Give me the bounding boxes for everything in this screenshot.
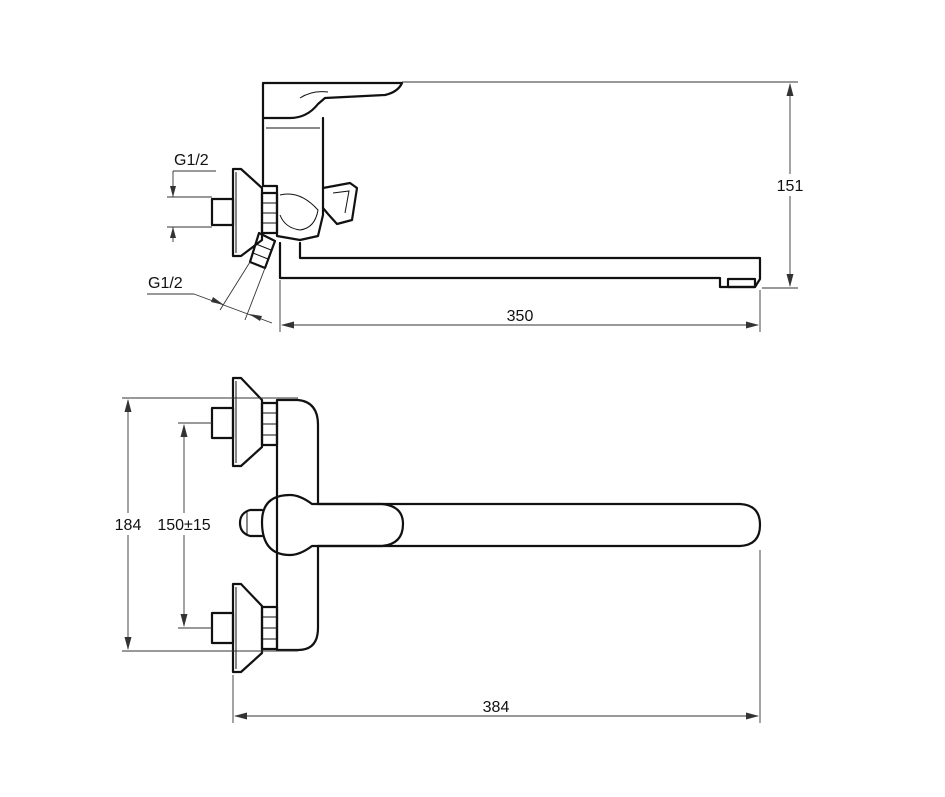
- top-lower-inlet-stub: [210, 611, 235, 645]
- dim-151-arrow-top: [786, 83, 794, 96]
- dim-384-arrow-left: [234, 712, 247, 720]
- dim-350-arrow-left: [281, 321, 294, 329]
- dim-overall-width-label: 184: [115, 517, 142, 534]
- top-lower-flange: [231, 582, 264, 674]
- dim-g12-upper-label: G1/2: [174, 152, 209, 169]
- top-diverter-knob: [238, 508, 264, 538]
- dim-350-arrow-right: [746, 321, 759, 329]
- side-lever-handle: [261, 81, 404, 120]
- dim-384-arrow-right: [746, 712, 759, 720]
- dim-overall-length-label: 384: [483, 699, 510, 716]
- side-wall-flange: [231, 167, 264, 258]
- dim-g12-lower-arrow-1: [211, 297, 224, 305]
- top-body-outline: [275, 398, 762, 652]
- side-aerator: [726, 277, 757, 289]
- side-diverter-detail: [332, 190, 350, 214]
- side-body: [261, 116, 325, 242]
- dim-spout-length-label: 350: [507, 308, 534, 325]
- dim-151-arrow-bottom: [786, 274, 794, 287]
- top-upper-inlet-stub: [210, 406, 235, 440]
- dim-150-arrow-bottom: [180, 614, 188, 627]
- dim-150-arrow-top: [180, 424, 188, 437]
- dim-inlet-spacing-label: 150±15: [157, 517, 210, 534]
- top-lever-handle: [260, 493, 405, 557]
- dim-g12-lower-ext-1: [219, 261, 251, 311]
- top-upper-flange: [231, 376, 264, 468]
- side-lever-detail: [299, 91, 329, 99]
- side-spout: [278, 241, 762, 289]
- dim-g12-upper-arrow-top: [170, 186, 176, 197]
- dim-g12-lower-ext-2: [244, 267, 266, 321]
- dim-g12-upper-arrow-bottom: [170, 227, 176, 238]
- side-angled-line-1: [255, 243, 272, 251]
- side-inlet-stub: [210, 197, 235, 227]
- dim-g12-lower-label: G1/2: [148, 275, 183, 292]
- side-diverter-knob: [321, 181, 359, 226]
- dim-184-arrow-top: [124, 399, 132, 412]
- top-view: 184 150±15 384: [110, 376, 762, 723]
- dim-g12-lower-arrow-2: [249, 314, 262, 321]
- side-angled-line-2: [252, 252, 269, 260]
- dim-184-arrow-bottom: [124, 637, 132, 650]
- side-body-inner: [279, 193, 319, 231]
- dim-height-label: 151: [777, 178, 804, 195]
- side-view: 151 350 G1/2 G1/2: [147, 81, 808, 332]
